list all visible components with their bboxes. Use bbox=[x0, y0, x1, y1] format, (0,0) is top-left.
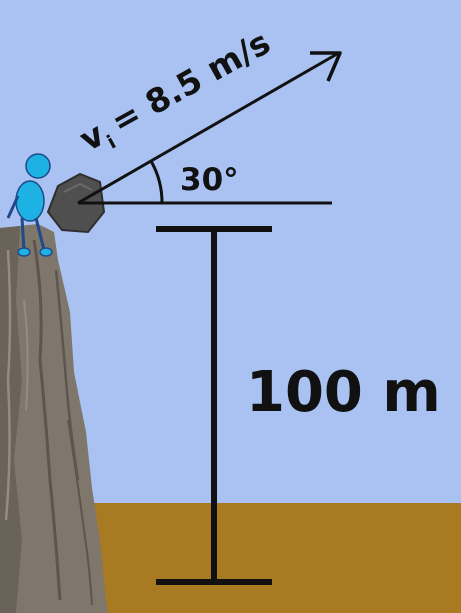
height-dimension-marker bbox=[156, 226, 272, 585]
cliff-icon bbox=[0, 224, 108, 613]
stick-figure-icon bbox=[6, 153, 53, 257]
height-label: 100 m bbox=[246, 360, 441, 425]
rock-icon bbox=[46, 172, 106, 234]
angle-label: 30° bbox=[180, 162, 239, 198]
angle-arc bbox=[149, 160, 164, 204]
velocity-arrow bbox=[77, 51, 342, 205]
